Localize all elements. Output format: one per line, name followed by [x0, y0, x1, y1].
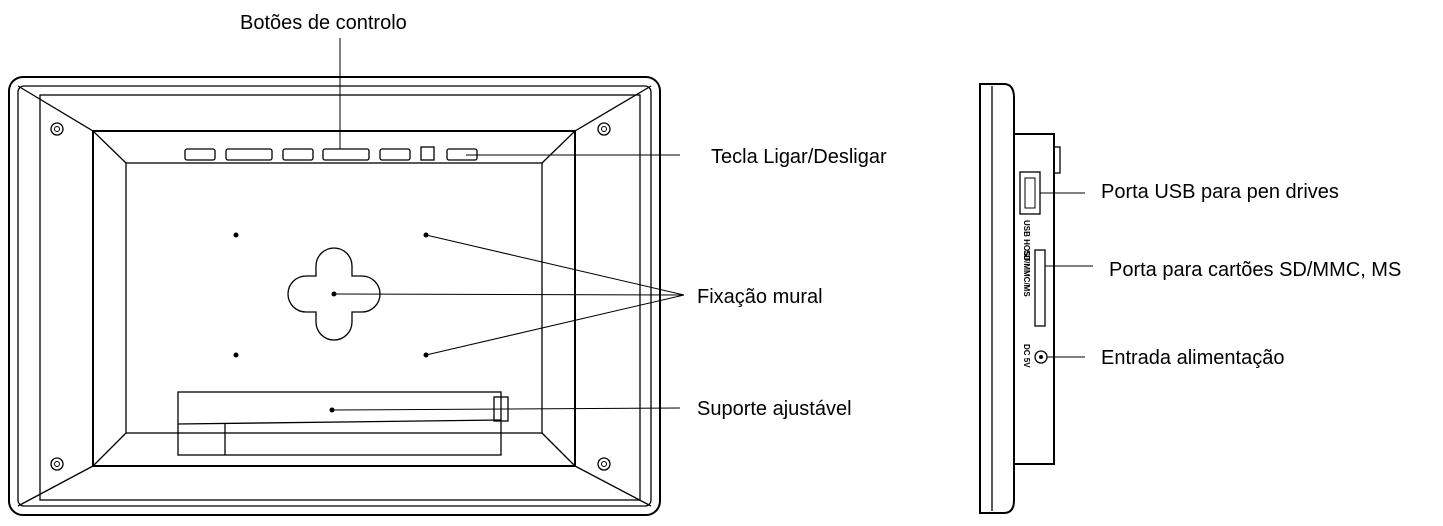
wall-mount-leader-top [425, 234, 685, 296]
bevel-corner-tr [574, 85, 652, 132]
panel-corner-tr [541, 130, 576, 164]
panel-corner-bl [92, 432, 127, 467]
usb-port-text: USB HOST [1022, 220, 1031, 261]
frame-outer-edge [8, 76, 661, 516]
center-mount-quatrefoil [287, 247, 381, 341]
frame-side-view: USB HOST SD/MMC/MS DC 5V [979, 83, 1061, 514]
control-button-1 [184, 148, 216, 161]
card-slot-text: SD/MMC/MS [1022, 250, 1031, 297]
side-button [1053, 146, 1061, 174]
control-buttons-row [184, 146, 478, 161]
control-button-2 [225, 148, 273, 161]
side-frame-profile [979, 83, 1015, 514]
back-panel [92, 130, 576, 467]
screw-bl [50, 457, 64, 471]
panel-corner-br [541, 432, 576, 467]
bevel-corner-br [574, 465, 652, 507]
bevel-corner-bl [17, 465, 94, 507]
adjustable-stand-drawing [177, 391, 509, 456]
dc-jack-text: DC 5V [1022, 344, 1031, 368]
bevel-corner-tl [17, 85, 94, 132]
frame-inner-edge [17, 85, 652, 507]
dc-jack-pin [1039, 355, 1043, 359]
control-button-3 [282, 148, 314, 161]
control-button-4 [322, 148, 370, 161]
stand-leader [331, 407, 681, 411]
back-panel-inner [125, 162, 543, 434]
frame-back-view [8, 76, 661, 516]
screw-br [597, 457, 611, 471]
panel-corner-tl [92, 130, 127, 164]
power-led [420, 146, 435, 161]
adjustable-stand-label: Suporte ajustável [697, 398, 852, 420]
side-housing [1013, 133, 1055, 465]
screw-tr [597, 122, 611, 136]
control-buttons-label: Botões de controlo [240, 12, 407, 34]
wall-mount-hole-bl [233, 352, 239, 358]
wall-mount-leader-center [333, 293, 685, 296]
wall-mount-hole-tl [233, 232, 239, 238]
card-slot [1034, 249, 1046, 327]
screw-tl [50, 122, 64, 136]
usb-port-label: Porta USB para pen drives [1101, 181, 1339, 203]
power-key-label: Tecla Ligar/Desligar [711, 146, 887, 168]
control-button-5 [379, 148, 411, 161]
wall-mount-label: Fixação mural [697, 286, 823, 308]
power-input-label: Entrada alimentação [1101, 347, 1284, 369]
usb-port-inner [1024, 177, 1036, 209]
wall-mount-leader-bottom [425, 294, 685, 356]
card-port-label: Porta para cartões SD/MMC, MS [1109, 259, 1401, 281]
